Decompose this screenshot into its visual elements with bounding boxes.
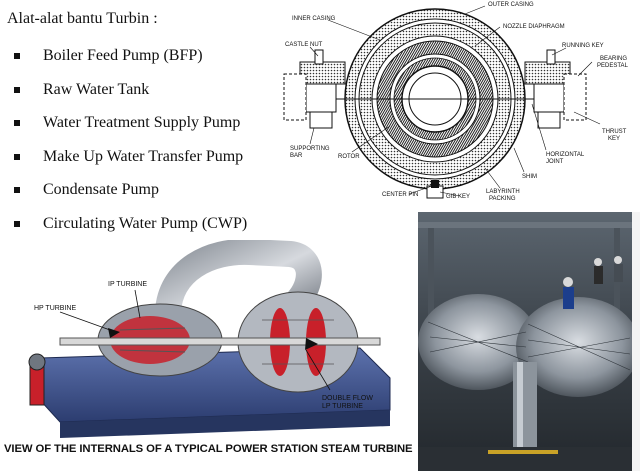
running-key-label: RUNNING KEY [562,43,604,49]
supporting-bar-label: SUPPORTING [290,146,330,152]
lp-turbine-label: LP TURBINE [322,403,363,410]
list-item-label: Boiler Feed Pump (BFP) [43,47,203,64]
horizontal-joint-label: JOINT [546,159,564,165]
steam-turbine-cutaway-illustration: HP TURBINE IP TURBINE DOUBLE FLOW LP TUR… [0,238,418,471]
shim-label: SHIM [522,174,537,180]
bullet-icon [14,53,20,59]
turbine-cross-section-diagram: INNER CASING OUTER CASING NOZZLE DIAPHRA… [270,0,640,212]
outer-casing-label: OUTER CASING [488,2,534,8]
bullet-icon [14,153,20,160]
supporting-bar-label: BAR [290,153,303,159]
bullet-icon [14,220,20,227]
list-item-label: Raw Water Tank [43,80,150,98]
bearing-pedestal-label: PEDESTAL [597,63,629,69]
list-item-label: Water Treatment Supply Pump [43,114,241,132]
horizontal-joint-label: HORIZONTAL [546,152,585,158]
page-edge-strip [632,212,640,471]
center-pin-label: CENTER PIN [382,192,418,198]
bearing-pedestal-label: BEARING [600,56,627,62]
inner-casing-label: INNER CASING [292,16,336,22]
gib-key-label: GIB KEY [446,194,470,200]
list-item: Make Up Water Transfer Pump [14,148,247,182]
list-item: Water Treatment Supply Pump [14,114,247,148]
auxiliary-equipment-list: Boiler Feed Pump (BFP) Raw Water Tank Wa… [14,47,247,249]
ip-turbine-label: IP TURBINE [108,281,147,288]
list-item-label: Circulating Water Pump (CWP) [43,214,248,232]
list-item: Boiler Feed Pump (BFP) [14,47,247,81]
thrust-key-label: KEY [608,136,620,142]
lp-turbine-label: DOUBLE FLOW [322,395,373,402]
list-item: Circulating Water Pump (CWP) [14,215,247,249]
rotor-label: ROTOR [338,154,360,160]
list-item: Condensate Pump [14,181,247,215]
turbine-rotor-photo [418,212,640,471]
cutaway-caption: VIEW OF THE INTERNALS OF A TYPICAL POWER… [4,443,413,455]
list-item-label: Condensate Pump [43,181,159,199]
nozzle-diaphragm-label: NOZZLE DIAPHRAGM [503,24,565,30]
bullet-icon [14,86,20,93]
slide-heading: Alat-alat bantu Turbin : [7,10,158,27]
labyrinth-packing-label: LABYRINTH [486,189,520,195]
castle-nut-label: CASTLE NUT [285,42,323,48]
list-item-label: Make Up Water Transfer Pump [43,147,244,165]
thrust-key-label: THRUST [602,129,627,135]
bullet-icon [14,187,20,194]
bullet-icon [14,120,20,127]
hp-turbine-label: HP TURBINE [34,305,76,312]
labyrinth-packing-label: PACKING [489,196,516,202]
list-item: Raw Water Tank [14,81,247,115]
